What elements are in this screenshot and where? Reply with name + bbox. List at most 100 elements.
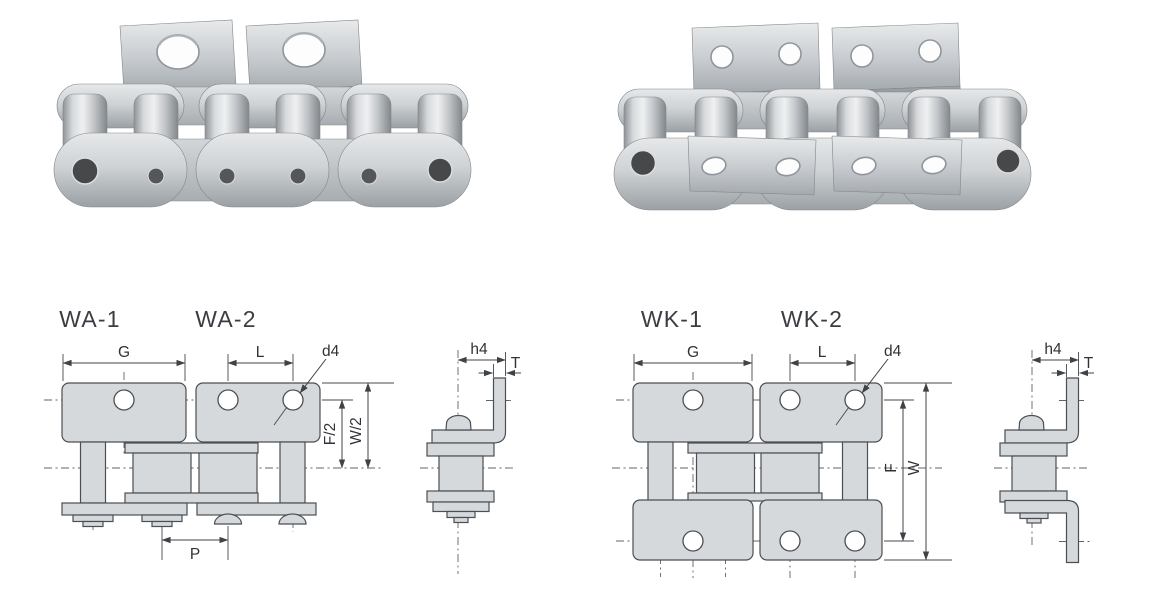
attachment-bracket-top	[1004, 377, 1080, 444]
wa-side-view: h4 T	[420, 341, 521, 574]
dim-label-h4: h4	[470, 341, 488, 358]
wa-front-view	[61, 382, 321, 528]
pin-end	[72, 514, 114, 523]
wk-dimensions: G L d4 F W	[633, 343, 952, 561]
attachment-hole	[775, 157, 801, 177]
dim-label-P: P	[190, 546, 200, 563]
bottom-link-plates	[613, 137, 1032, 211]
roller	[438, 455, 484, 492]
pin-end	[446, 510, 476, 519]
dim-label-L: L	[818, 344, 827, 361]
attachment-hole	[710, 45, 734, 69]
dim-label-F: F	[883, 463, 900, 472]
wk2-attachment-plate-bottom	[759, 499, 883, 561]
top-link-plates	[56, 83, 469, 129]
bottom-link-plates	[53, 132, 472, 208]
end-link-hole	[71, 157, 99, 185]
attachment-hole	[844, 530, 866, 552]
attachment-hole	[918, 39, 942, 63]
photo-chain-wa	[53, 19, 472, 208]
pin-end	[1019, 512, 1049, 520]
dim-label-L: L	[256, 344, 265, 361]
pin-holes	[71, 157, 453, 185]
dim-label-F2: F/2	[322, 423, 339, 445]
dim-label-h4: h4	[1044, 341, 1062, 358]
pin	[79, 441, 107, 504]
wk-title-2: WK-2	[781, 306, 843, 332]
roller	[1011, 455, 1057, 492]
dim-label-W2: W/2	[348, 417, 365, 445]
attachment-hole	[217, 389, 239, 411]
dim-label-d4: d4	[884, 343, 902, 360]
pin-end	[453, 516, 469, 524]
rivet-head	[278, 513, 307, 525]
pin-end	[141, 514, 183, 523]
dim-label-W: W	[906, 460, 923, 475]
end-link-hole	[427, 157, 453, 183]
inner-plate-top	[426, 442, 495, 457]
wk-bottom-attachment-plate-1	[687, 135, 817, 196]
pin-head	[1018, 414, 1045, 431]
pin	[647, 441, 674, 503]
wa-title-1: WA-1	[59, 306, 120, 332]
attachment-hole	[779, 530, 801, 552]
inner-plate-top	[687, 442, 823, 454]
dim-label-d4: d4	[322, 343, 340, 360]
roller	[198, 452, 258, 494]
attachment-hole	[682, 530, 704, 552]
wk-side-view: h4 T	[994, 341, 1094, 564]
wk1-attachment-plate-top	[632, 382, 754, 443]
dim-label-T: T	[1084, 355, 1094, 372]
photo-chain-wk	[613, 22, 1032, 211]
inner-plate-bottom	[687, 492, 823, 502]
pin	[841, 441, 869, 503]
diagram-wk: WK-1 WK-2	[612, 306, 1094, 578]
attachment-hole	[778, 42, 802, 66]
end-link-hole	[629, 149, 657, 177]
outer-plate-bottom	[61, 502, 188, 516]
pin-hole	[289, 167, 307, 185]
wk-title-1: WK-1	[641, 306, 703, 332]
end-link-hole	[995, 148, 1021, 174]
wk2-attachment-plate-top	[759, 382, 883, 443]
attachment-hole	[851, 156, 877, 176]
pin-holes	[629, 148, 1021, 177]
roller	[695, 452, 756, 494]
wk1-attachment-plate-bottom	[632, 499, 754, 561]
attachment-hole	[282, 389, 304, 411]
pin-end	[82, 520, 104, 528]
wk-bottom-attachment-plate-2	[831, 135, 963, 196]
pin-head	[445, 414, 472, 431]
attachment-hole	[682, 389, 704, 411]
attachment-hole	[701, 156, 727, 176]
inner-plate-bottom	[426, 490, 495, 503]
wa1-attachment-plate	[61, 382, 187, 443]
pin-end	[151, 520, 173, 528]
dim-label-G: G	[687, 344, 699, 361]
outer-plate-bottom	[432, 501, 490, 513]
roller	[132, 452, 192, 494]
attachment-hole	[113, 389, 135, 411]
diagram-wa: WA-1 WA-2	[44, 306, 521, 574]
pin	[279, 441, 306, 504]
inner-plate-top	[999, 442, 1068, 457]
attachment-hole	[921, 155, 947, 175]
dim-label-G: G	[118, 344, 130, 361]
rivet-head	[213, 513, 243, 525]
wk-front-view	[632, 382, 883, 561]
inner-plate-bottom	[124, 492, 259, 504]
inner-plate-top	[124, 442, 259, 454]
attachment-hole	[779, 389, 801, 411]
wa-dimensions: G L d4 F/2 W/2 P	[62, 343, 394, 563]
roller	[760, 452, 820, 494]
outer-plate-bottom	[196, 502, 317, 516]
pin-end	[1026, 517, 1042, 524]
attachment-bracket-bottom	[1004, 499, 1080, 564]
pin-hole	[360, 167, 378, 185]
pin-hole	[147, 167, 165, 185]
wa-title-2: WA-2	[195, 306, 256, 332]
attachment-hole	[850, 44, 874, 68]
pin-hole	[218, 167, 236, 185]
